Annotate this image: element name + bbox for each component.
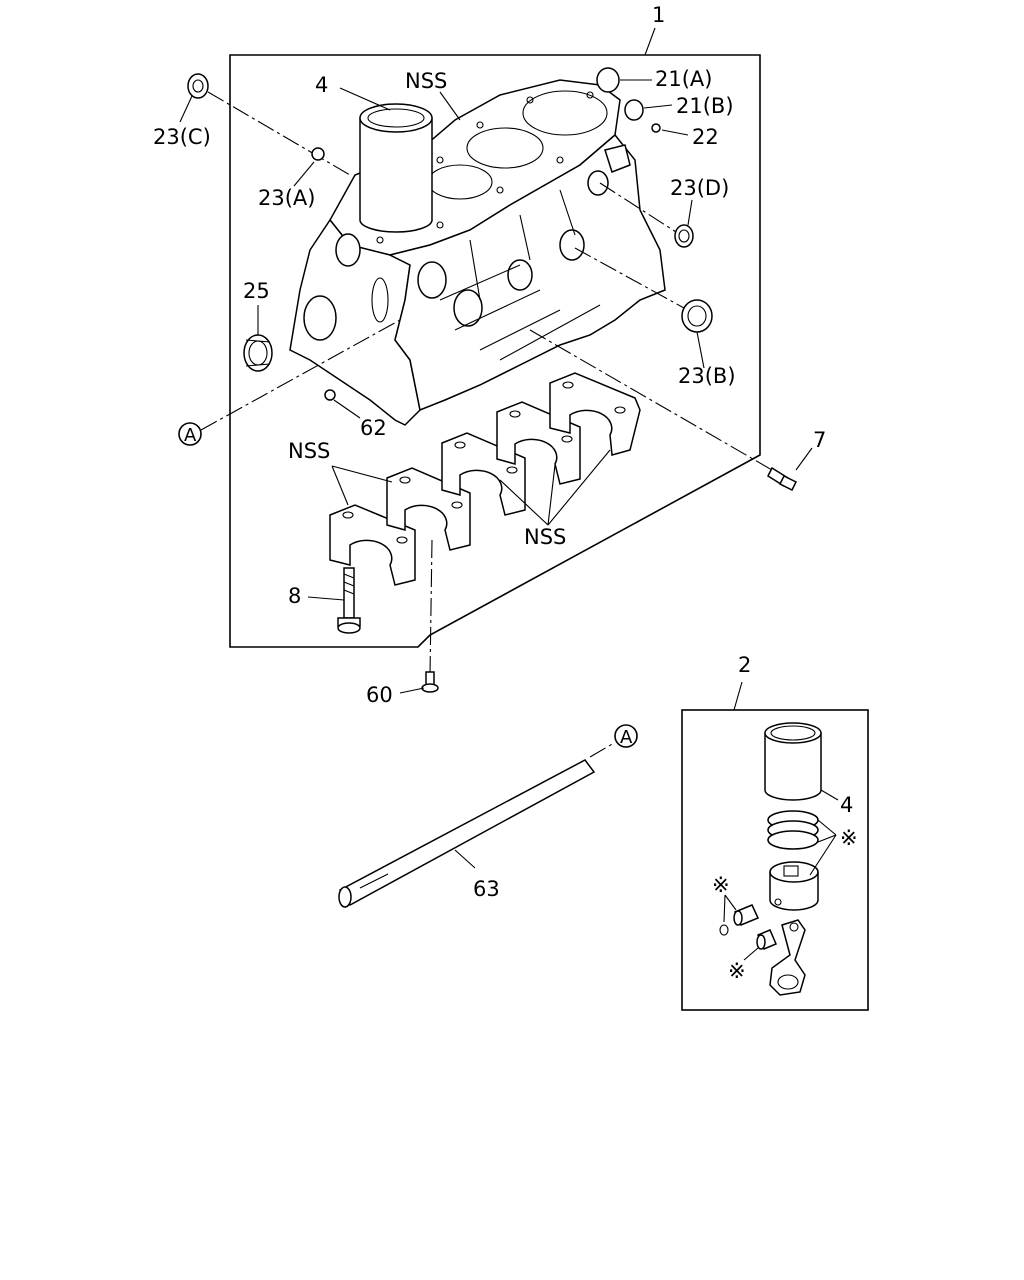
leader-22	[661, 129, 689, 136]
axis-23c	[207, 91, 351, 176]
plug-23c	[187, 73, 209, 99]
callout-63: 63	[473, 877, 500, 901]
callout-nss-top: NSS	[405, 69, 447, 93]
axis-60	[429, 539, 433, 676]
ref-a-right	[614, 724, 638, 748]
callout-ref-a-left: A	[184, 425, 197, 446]
callout-star-2: ※	[712, 873, 730, 897]
callout-23d: 23(D)	[670, 176, 729, 200]
plug-62	[324, 389, 336, 401]
leader-nss-caps-right	[499, 449, 611, 526]
snap-ring	[719, 924, 729, 936]
callout-23b: 23(B)	[678, 364, 736, 388]
cylinder-block-frame	[229, 54, 761, 648]
bolt-8	[337, 567, 361, 634]
cylinder-liner	[359, 103, 433, 233]
bolt-60	[421, 671, 439, 693]
piston	[769, 861, 819, 911]
leader-23b	[696, 331, 705, 369]
callout-1: 1	[652, 3, 665, 27]
callout-7: 7	[813, 428, 826, 452]
leader-21b	[643, 104, 673, 109]
leader-star-kit	[809, 819, 837, 876]
callout-22: 22	[692, 125, 719, 149]
callout-ref-a-right: A	[620, 727, 633, 748]
callout-62: 62	[360, 416, 387, 440]
connecting-rod	[769, 919, 806, 996]
callout-23a: 23(A)	[258, 186, 315, 210]
axis-ref-a	[200, 319, 401, 431]
leader-23c	[179, 95, 193, 123]
callout-nss-caps-right: NSS	[524, 525, 566, 549]
bolt-7	[767, 466, 798, 492]
leader-63	[454, 849, 476, 869]
bearing-cap-5	[549, 372, 641, 456]
callout-star-3: ※	[728, 959, 746, 983]
leader-nss-caps-left	[331, 465, 393, 506]
plug-22	[651, 123, 661, 133]
seal-23d	[674, 224, 694, 248]
leader-star-bush	[743, 947, 759, 961]
callout-8: 8	[288, 584, 301, 608]
leader-1	[644, 27, 656, 56]
leader-60	[399, 687, 425, 694]
plug-21a	[596, 67, 620, 93]
callout-23c: 23(C)	[153, 125, 211, 149]
callout-4-top: 4	[315, 73, 328, 97]
callout-25: 25	[243, 279, 270, 303]
kit-cylinder-liner	[764, 722, 822, 801]
leader-23a	[293, 161, 315, 187]
ref-a-left	[178, 422, 202, 446]
seal-23b	[681, 299, 713, 333]
axis-23d	[599, 182, 677, 233]
axis-63	[589, 742, 615, 758]
callout-star-1: ※	[840, 826, 858, 850]
leader-star-pin	[723, 894, 737, 923]
piston-pin	[733, 904, 760, 926]
leader-2	[733, 681, 743, 711]
seal-25	[243, 334, 273, 372]
callout-60: 60	[366, 683, 393, 707]
leader-nss-top	[439, 91, 461, 121]
leader-23d	[687, 199, 693, 226]
callout-21a: 21(A)	[655, 67, 712, 91]
leader-4-kit	[820, 789, 839, 801]
cylinder-block	[289, 79, 666, 426]
callout-2: 2	[738, 653, 751, 677]
oil-pipe-63	[338, 759, 596, 908]
callout-nss-caps-left: NSS	[288, 439, 330, 463]
piston-rings	[767, 810, 819, 850]
axis-7	[529, 329, 773, 471]
callout-21b: 21(B)	[676, 94, 734, 118]
axis-23b	[574, 247, 685, 309]
leader-62	[333, 399, 361, 419]
leader-8	[307, 596, 345, 601]
piston-kit-frame	[681, 709, 869, 1011]
leader-7	[795, 447, 813, 471]
plug-21b	[624, 99, 644, 121]
callout-4-kit: 4	[840, 793, 853, 817]
plug-23a	[311, 147, 325, 161]
leader-4-top	[339, 87, 391, 111]
bushing	[756, 929, 777, 950]
